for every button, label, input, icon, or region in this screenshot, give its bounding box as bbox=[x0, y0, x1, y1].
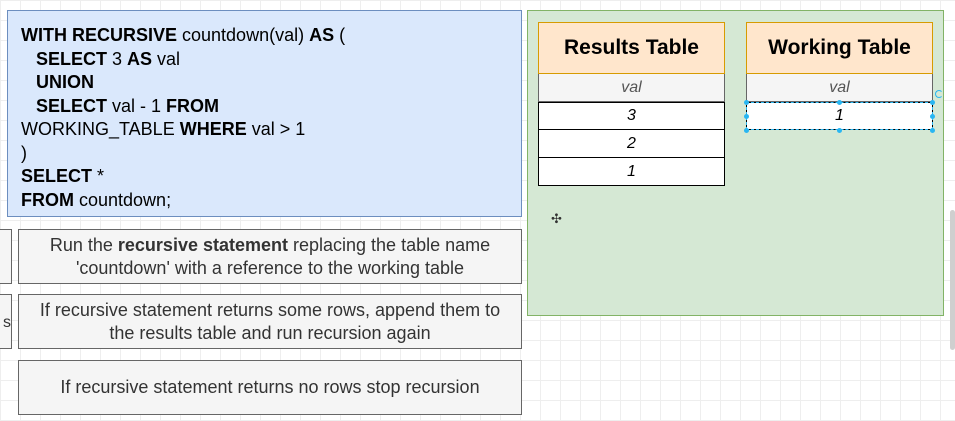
resize-handle[interactable] bbox=[744, 128, 749, 133]
results-table-cell[interactable]: 2 bbox=[538, 130, 725, 158]
step-text: If recursive statement returns no rows s… bbox=[60, 377, 480, 397]
resize-handle[interactable] bbox=[837, 100, 842, 105]
partially-hidden-step-box[interactable] bbox=[0, 229, 12, 284]
move-cursor-icon: ✣ bbox=[551, 211, 562, 226]
step-box-stop-recursion[interactable]: If recursive statement returns no rows s… bbox=[18, 360, 522, 415]
step-text: Run the recursive statement replacing th… bbox=[49, 234, 491, 278]
sql-line: UNION bbox=[21, 72, 95, 92]
partially-hidden-step-box[interactable]: s bbox=[0, 294, 12, 349]
step-text: If recursive statement returns some rows… bbox=[39, 299, 501, 343]
results-table-cell[interactable]: 3 bbox=[538, 102, 725, 130]
step-box-run-recursive[interactable]: Run the recursive statement replacing th… bbox=[18, 229, 522, 284]
results-table-column-header[interactable]: val bbox=[538, 74, 725, 102]
resize-handle[interactable] bbox=[837, 128, 842, 133]
rotate-handle-icon[interactable] bbox=[935, 90, 943, 98]
resize-handle[interactable] bbox=[744, 114, 749, 119]
working-table-title[interactable]: Working Table bbox=[746, 22, 933, 74]
step-box-append-rows[interactable]: If recursive statement returns some rows… bbox=[18, 294, 522, 349]
results-table[interactable]: Results Table val 3 2 1 bbox=[538, 22, 725, 186]
vertical-scrollbar[interactable] bbox=[950, 210, 955, 350]
resize-handle[interactable] bbox=[930, 114, 935, 119]
working-table[interactable]: Working Table val 1 bbox=[746, 22, 933, 130]
sql-line: WORKING_TABLE WHERE val > 1 bbox=[21, 119, 306, 139]
results-table-title[interactable]: Results Table bbox=[538, 22, 725, 74]
working-table-column-header[interactable]: val bbox=[746, 74, 933, 102]
sql-query-box[interactable]: WITH RECURSIVE countdown(val) AS ( SELEC… bbox=[7, 10, 522, 217]
sql-line: SELECT 3 AS val bbox=[21, 48, 181, 69]
resize-handle[interactable] bbox=[930, 100, 935, 105]
sql-line: ) bbox=[21, 142, 27, 163]
sql-line: SELECT val - 1 FROM bbox=[21, 95, 220, 116]
sql-line: WITH RECURSIVE countdown(val) AS ( bbox=[21, 25, 346, 45]
resize-handle[interactable] bbox=[930, 128, 935, 133]
sql-line: FROM countdown; bbox=[21, 189, 172, 210]
sql-line: SELECT * bbox=[21, 166, 105, 186]
working-table-cell-selected[interactable]: 1 bbox=[746, 102, 933, 130]
results-table-cell[interactable]: 1 bbox=[538, 158, 725, 186]
resize-handle[interactable] bbox=[744, 100, 749, 105]
stub-label: s bbox=[3, 314, 11, 331]
